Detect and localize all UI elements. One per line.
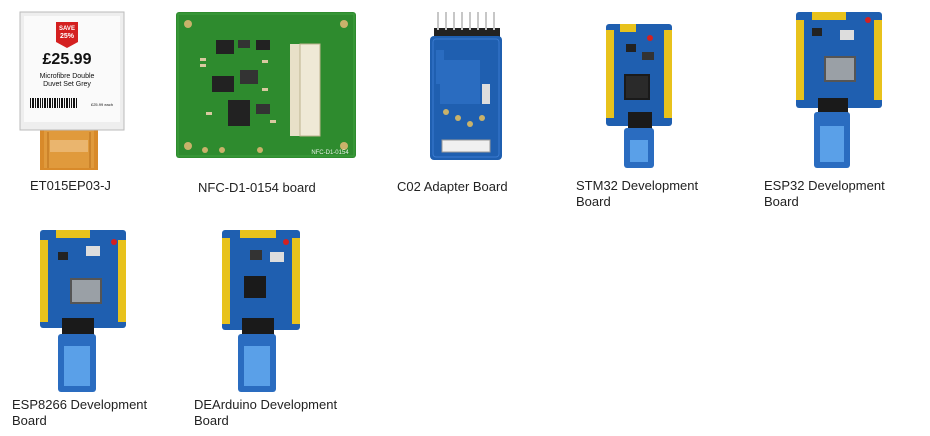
eink-small-price: £25.99 each	[91, 102, 113, 107]
eink-product-line1: Microfibre Double	[40, 73, 95, 80]
product-label-stm32-dev[interactable]: STM32 Development Board	[576, 178, 699, 209]
product-label-et015ep03-j[interactable]: ET015EP03-J	[30, 178, 111, 193]
eink-price: £25.99	[43, 51, 92, 68]
product-label-nfc-d1-0154[interactable]: NFC-D1-0154 board	[198, 180, 316, 195]
nfc-silk-label: NFC-D1-0154	[311, 150, 349, 156]
product-label-esp8266-dev[interactable]: ESP8266 Development Board	[12, 397, 148, 428]
badge-line2: 25%	[60, 33, 75, 40]
barcode-icon	[30, 98, 77, 108]
product-label-dearduino-dev[interactable]: DEArduino Development Board	[194, 397, 338, 428]
badge-line1: SAVE	[59, 26, 75, 32]
eink-product-line2: Duvet Set Grey	[43, 81, 91, 88]
product-label-esp32-dev[interactable]: ESP32 Development Board	[764, 178, 885, 209]
product-label-c02-adapter[interactable]: C02 Adapter Board	[397, 179, 508, 194]
